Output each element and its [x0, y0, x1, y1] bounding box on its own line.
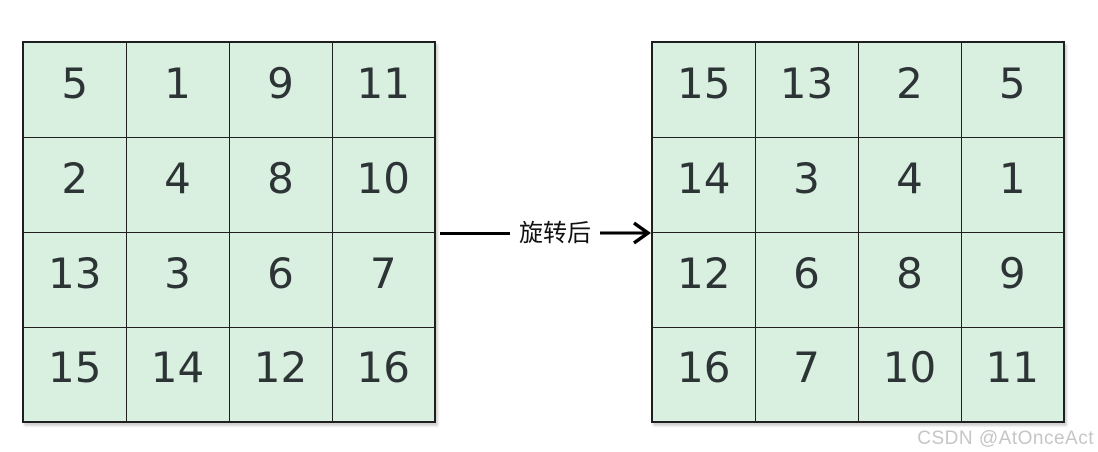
arrow-tail-line	[440, 231, 510, 235]
matrix-cell: 8	[857, 231, 962, 328]
matrix-cell: 10	[857, 326, 962, 423]
matrix-cell: 2	[857, 41, 962, 138]
rotation-arrow: 旋转后	[440, 219, 652, 247]
matrix-cell: 12	[228, 326, 333, 423]
matrix-cell: 13	[754, 41, 859, 138]
matrix-cell: 1	[125, 41, 230, 138]
matrix-row: 12 6 8 9	[651, 231, 1065, 328]
matrix-cell: 5	[22, 41, 127, 138]
matrix-cell: 4	[125, 136, 230, 233]
matrix-cell: 12	[651, 231, 756, 328]
rotated-matrix: 15 13 2 5 14 3 4 1 12 6 8 9 16 7 10 11	[651, 41, 1065, 423]
matrix-cell: 15	[22, 326, 127, 423]
arrow-head-icon	[600, 221, 652, 245]
matrix-cell: 9	[228, 41, 333, 138]
matrix-cell: 3	[754, 136, 859, 233]
matrix-cell: 16	[651, 326, 756, 423]
matrix-cell: 6	[228, 231, 333, 328]
matrix-cell: 16	[331, 326, 436, 423]
matrix-cell: 6	[754, 231, 859, 328]
matrix-row: 13 3 6 7	[22, 231, 436, 328]
matrix-cell: 3	[125, 231, 230, 328]
matrix-cell: 5	[960, 41, 1065, 138]
matrix-cell: 7	[331, 231, 436, 328]
matrix-row: 15 14 12 16	[22, 326, 436, 423]
matrix-cell: 14	[651, 136, 756, 233]
matrix-row: 15 13 2 5	[651, 41, 1065, 138]
matrix-cell: 14	[125, 326, 230, 423]
matrix-cell: 10	[331, 136, 436, 233]
matrix-cell: 7	[754, 326, 859, 423]
matrix-cell: 4	[857, 136, 962, 233]
matrix-cell: 1	[960, 136, 1065, 233]
matrix-cell: 8	[228, 136, 333, 233]
matrix-row: 2 4 8 10	[22, 136, 436, 233]
matrix-cell: 2	[22, 136, 127, 233]
matrix-row: 5 1 9 11	[22, 41, 436, 138]
matrix-cell: 13	[22, 231, 127, 328]
matrix-row: 16 7 10 11	[651, 326, 1065, 423]
matrix-cell: 11	[960, 326, 1065, 423]
matrix-cell: 15	[651, 41, 756, 138]
original-matrix: 5 1 9 11 2 4 8 10 13 3 6 7 15 14 12 16	[22, 41, 436, 423]
matrix-cell: 9	[960, 231, 1065, 328]
matrix-row: 14 3 4 1	[651, 136, 1065, 233]
matrix-cell: 11	[331, 41, 436, 138]
watermark: CSDN @AtOnceAct	[917, 428, 1094, 449]
rotation-label: 旋转后	[519, 219, 591, 247]
